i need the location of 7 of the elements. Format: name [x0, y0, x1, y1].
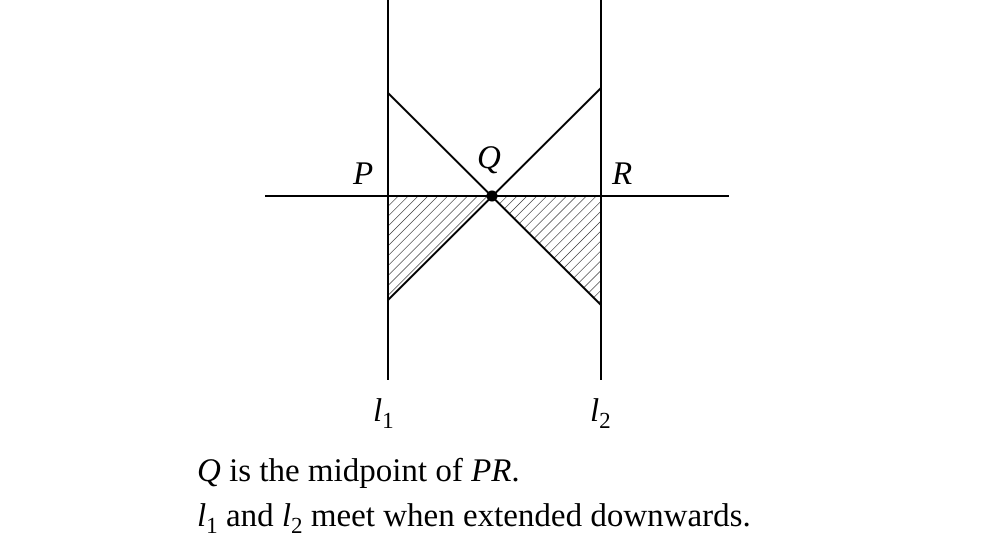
line-label: l$_{1}$ [373, 395, 394, 432]
line-label: l$_{2}$ [590, 395, 611, 432]
caption-text: Q is the midpoint of PR. [197, 455, 520, 488]
point-label: P [353, 158, 374, 191]
point-label: Q [477, 142, 501, 175]
caption-text: l$_{1}$ and l$_{2}$ meet when extended downwards. [197, 500, 751, 538]
point-label: R [612, 158, 632, 191]
